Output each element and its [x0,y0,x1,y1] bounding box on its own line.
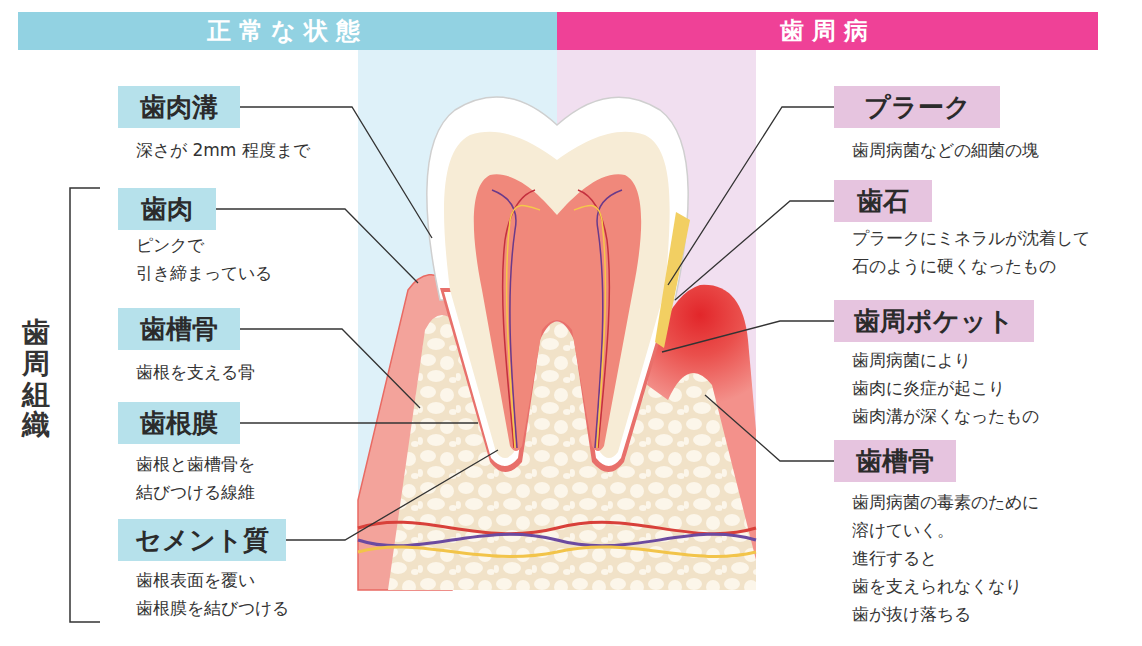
header-band: 正常な状態 [18,12,557,50]
label-description: プラークにミネラルが沈着して 石のように硬くなったもの [834,224,1090,280]
label-box: セメント質歯根表面を覆い 歯根膜を結びつける [118,519,289,622]
label-description: 歯周病菌の毒素のために 溶けていく。 進行すると 歯を支えられなくなり 歯が抜け… [834,488,1039,628]
label-box: 歯周ポケット歯周病菌により 歯肉に炎症が起こり 歯肉溝が深くなったもの [834,300,1039,430]
header-band: 歯周病 [557,12,1098,50]
label-heading: プラーク [834,86,1000,128]
label-description: 歯根を支える骨 [118,358,255,386]
band-title: 正常な状態 [207,12,368,50]
label-box: 歯槽骨歯根を支える骨 [118,308,255,386]
label-description: ピンクで 引き締まっている [118,231,272,287]
label-box: 歯肉溝深さが 2mm 程度まで [118,86,310,164]
label-heading: 歯槽骨 [834,440,956,482]
label-heading: 歯槽骨 [118,308,240,350]
label-heading: 歯根膜 [118,402,240,444]
label-description: 歯周病菌により 歯肉に炎症が起こり 歯肉溝が深くなったもの [834,346,1039,430]
label-heading: 歯周ポケット [834,300,1034,342]
label-description: 歯根と歯槽骨を 結びつける線維 [118,450,255,506]
label-box: 歯石プラークにミネラルが沈着して 石のように硬くなったもの [834,180,1090,280]
group-label: 歯周組織 [22,318,50,441]
label-heading: セメント質 [118,519,286,561]
label-box: 歯根膜歯根と歯槽骨を 結びつける線維 [118,402,255,506]
label-description: 歯根表面を覆い 歯根膜を結びつける [118,566,289,622]
label-heading: 歯石 [834,180,932,222]
label-description: 深さが 2mm 程度まで [118,136,310,164]
label-heading: 歯肉 [118,188,216,230]
label-description: 歯周病菌などの細菌の塊 [834,136,1039,164]
label-box: 歯肉ピンクで 引き締まっている [118,188,272,287]
label-box: プラーク歯周病菌などの細菌の塊 [834,86,1039,164]
band-title: 歯周病 [780,12,876,50]
label-heading: 歯肉溝 [118,86,240,128]
label-box: 歯槽骨歯周病菌の毒素のために 溶けていく。 進行すると 歯を支えられなくなり 歯… [834,440,1039,628]
